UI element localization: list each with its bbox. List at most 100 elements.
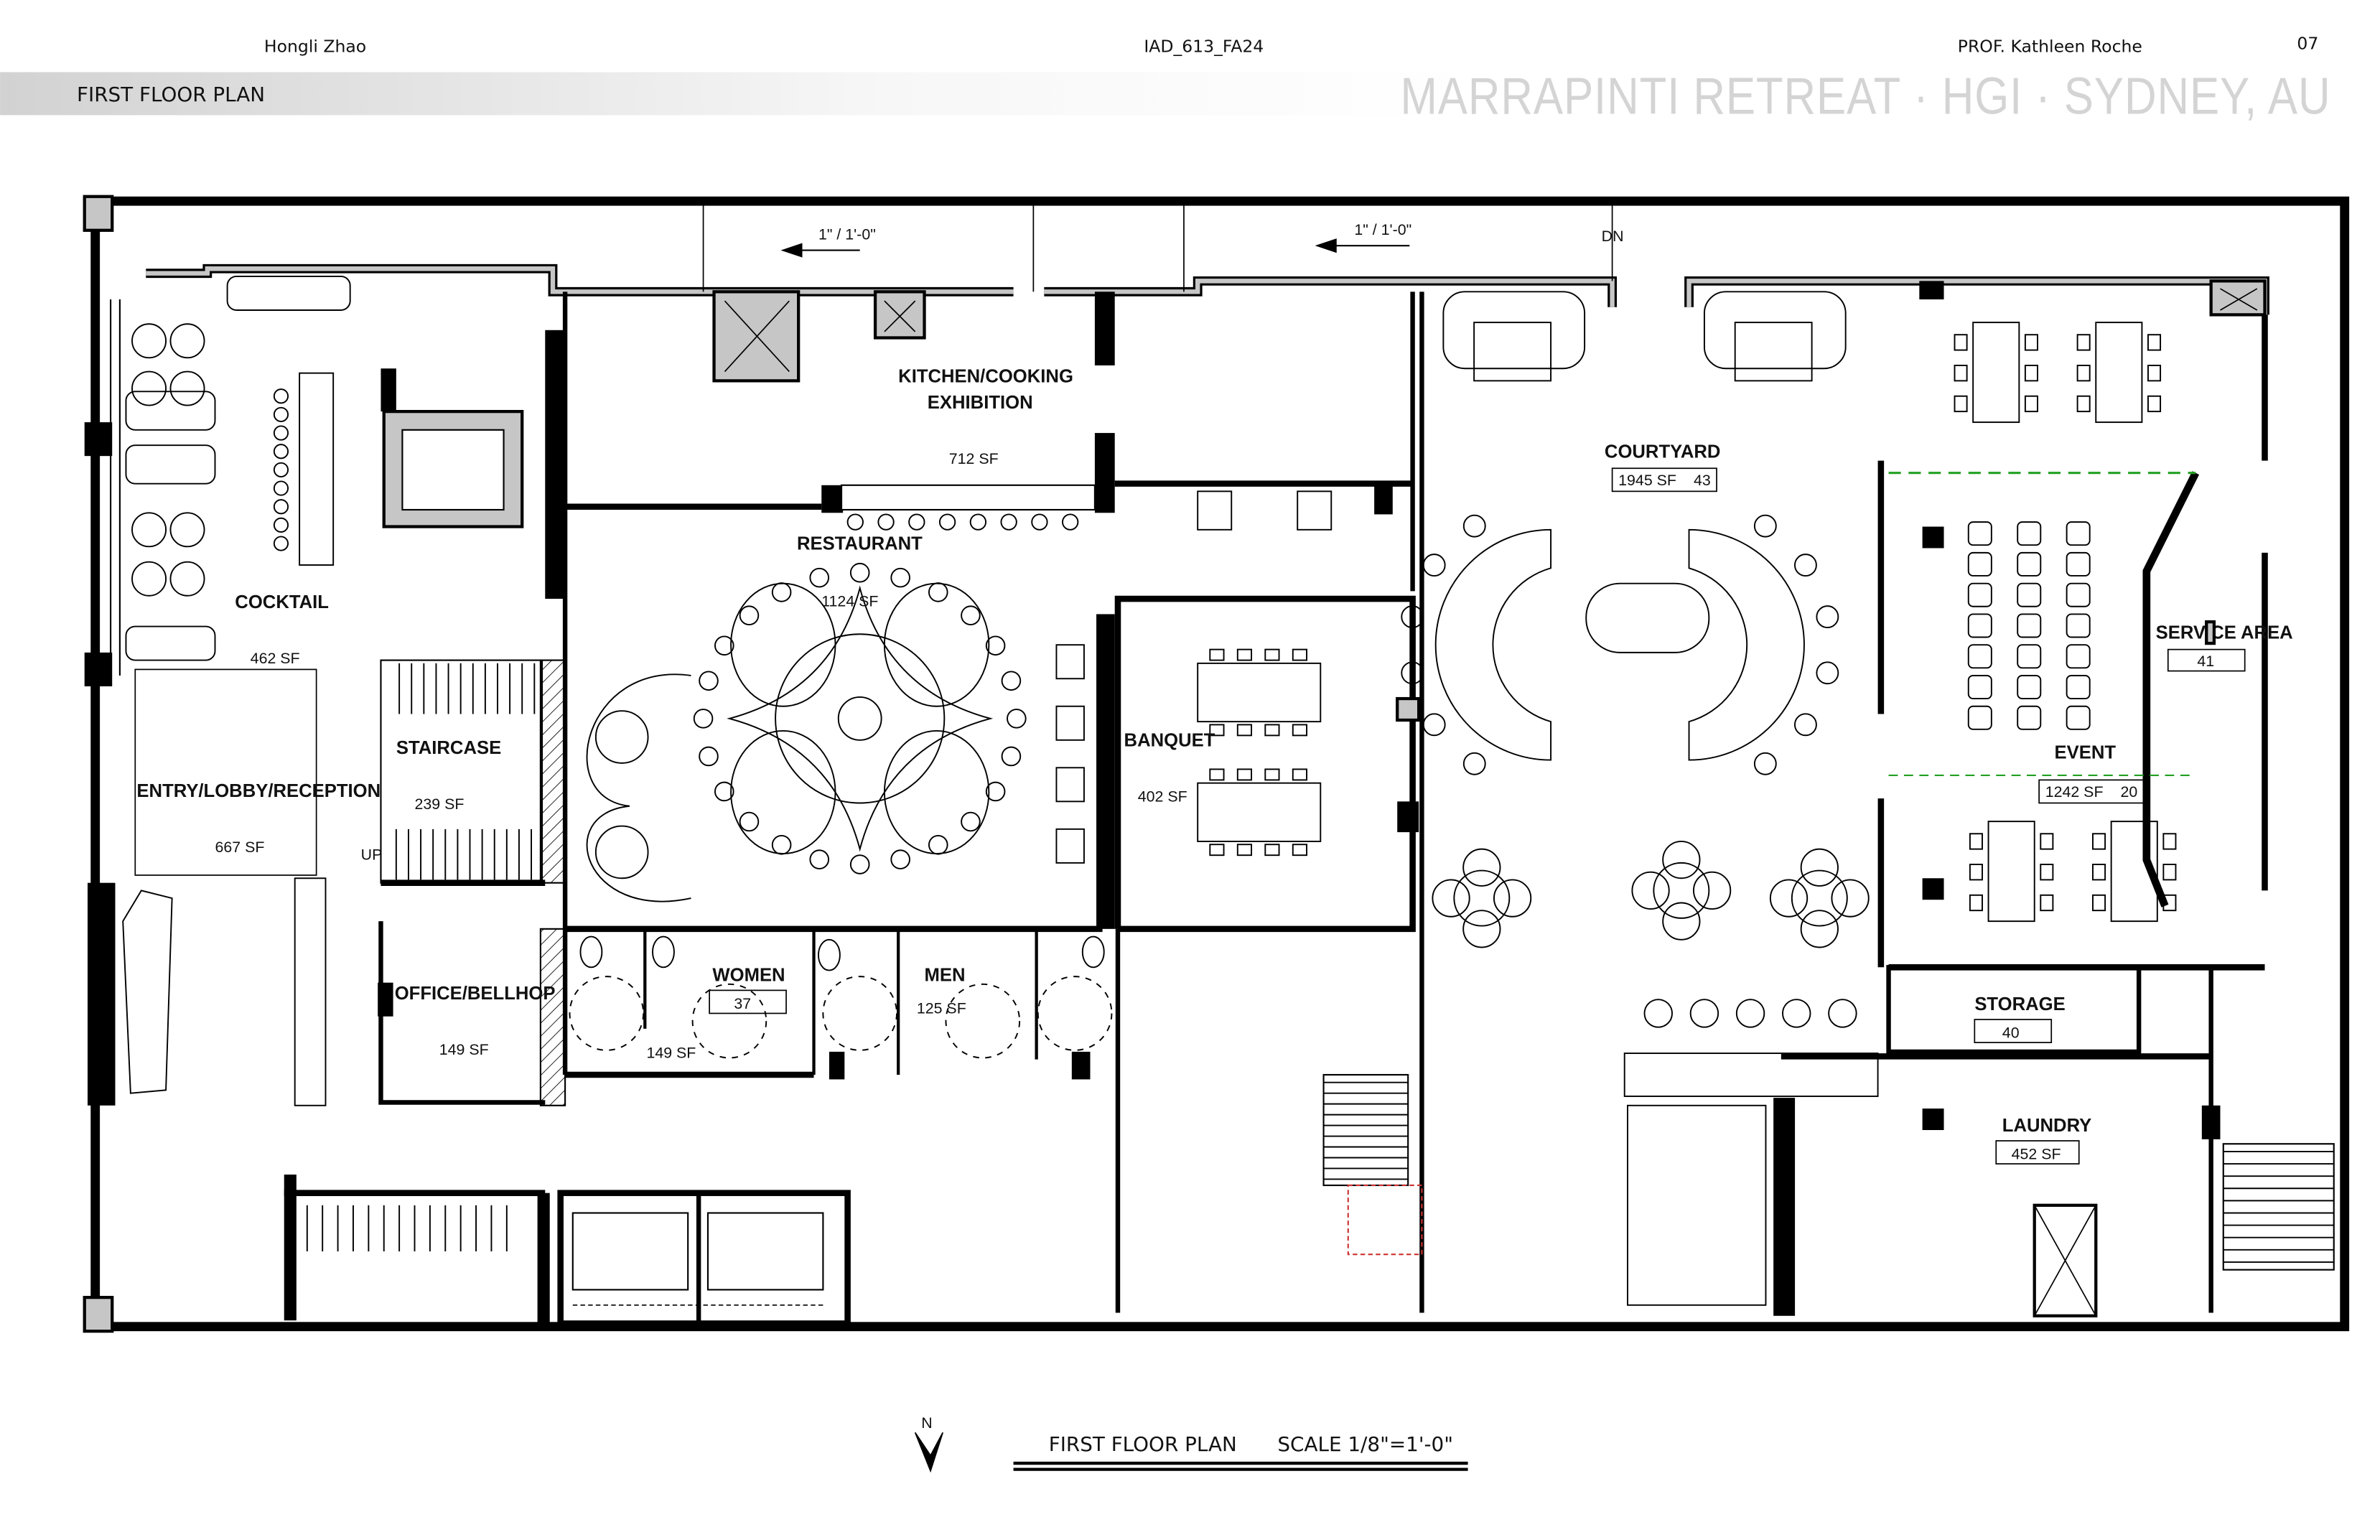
room-tag-box-service [2167, 648, 2246, 672]
counter-stool [1031, 513, 1048, 531]
chair [1264, 724, 1280, 737]
dining-chair [693, 709, 714, 729]
chair [2147, 395, 2162, 413]
bar-counter [299, 372, 335, 566]
room-area-banquet: 402 SF [1138, 788, 1187, 805]
side-table [1055, 644, 1085, 680]
chair [1422, 554, 1446, 577]
chair [2024, 334, 2038, 351]
ramp-arrow-2-icon [1315, 238, 1410, 253]
cafe-table [1653, 862, 1710, 919]
drawing-title-block: N FIRST FLOOR PLAN SCALE 1/8"=1'-0" [914, 1414, 1468, 1473]
bar-stool [273, 536, 289, 551]
event-seat [2066, 551, 2091, 577]
bar-stool [1689, 999, 1719, 1028]
lounge-chair [169, 370, 205, 406]
ramp-slope-label-1: 1" / 1'-0" [818, 226, 876, 243]
room-label-restaurant: RESTAURANT [797, 534, 923, 554]
dining-chair [809, 849, 830, 869]
bar-stool [273, 462, 289, 477]
dining-chair [1007, 709, 1027, 729]
chair [1753, 752, 1777, 775]
chair [2162, 864, 2177, 881]
accessible-turning-circle [822, 976, 897, 1051]
cafe-chair [1432, 879, 1470, 918]
dining-chair [849, 854, 870, 874]
room-area-courtyard: 1945 SF [1618, 472, 1676, 489]
project-title: MARRAPINTI RETREAT · HGI · SYDNEY, AU [1400, 67, 2330, 125]
accessible-turning-circle [945, 983, 1021, 1059]
lounge-chair [169, 512, 205, 548]
drawing-title: FIRST FLOOR PLAN [1049, 1432, 1237, 1456]
room-tag-storage: 40 [2002, 1025, 2020, 1042]
dining-chair [1001, 746, 1022, 767]
room-label-staircase: STAIRCASE [396, 738, 501, 758]
cafe-chair [1692, 871, 1732, 910]
lobby-desk-outline [134, 668, 317, 876]
room-tag-box-laundry [1995, 1140, 2080, 1165]
cafe-chair [1462, 848, 1501, 887]
sofa [125, 625, 216, 661]
chair [2040, 864, 2054, 881]
room-label-office-bellhop: OFFICE/BELLHOP [395, 984, 556, 1004]
chair [1236, 768, 1253, 781]
event-seat [2066, 582, 2091, 607]
cafe-table [1791, 869, 1848, 927]
room-area-laundry: 452 SF [2012, 1146, 2061, 1163]
room-area-event: 1242 SF [2045, 783, 2104, 801]
title-band [0, 72, 1475, 116]
chair [2076, 334, 2091, 351]
chair [1793, 554, 1817, 577]
cafe-chair [1462, 910, 1501, 948]
chair [1236, 648, 1253, 661]
ramp-arrow-1-icon [780, 243, 860, 258]
side-table [1055, 705, 1085, 741]
chair [2162, 833, 2177, 850]
counter-stool [877, 513, 895, 531]
room-label-kitchen-2: EXHIBITION [928, 393, 1033, 413]
dining-chair [890, 849, 910, 869]
chair [1462, 752, 1486, 775]
booth-table [594, 825, 649, 879]
lounge-chair [131, 370, 167, 406]
booth-table [1734, 322, 1813, 382]
chair [2092, 833, 2106, 850]
chair [2147, 334, 2162, 351]
event-seat [2017, 705, 2042, 730]
accessible-turning-circle [1037, 976, 1113, 1051]
room-label-service-area: SERVICE AREA [2156, 623, 2293, 643]
cafe-chair [1493, 879, 1532, 918]
chair [1753, 514, 1777, 538]
chair [1401, 605, 1424, 629]
toilet [652, 935, 675, 969]
chair [1969, 894, 1983, 912]
chair [1209, 648, 1225, 661]
cafe-chair [1631, 871, 1670, 910]
chair [1264, 768, 1280, 781]
chair [1401, 661, 1424, 685]
event-seat [1967, 521, 1992, 546]
room-tag-service-area: 41 [2197, 653, 2214, 670]
booth-table [594, 710, 649, 764]
dining-chair [739, 811, 760, 832]
sheet-title: FIRST FLOOR PLAN [77, 83, 265, 106]
lounge-chair [131, 512, 167, 548]
cafe-chair [1800, 848, 1839, 887]
chair [1969, 833, 1983, 850]
counter-stool [938, 513, 956, 531]
feature-ring [775, 633, 946, 804]
stair-down-label: DN [1602, 228, 1624, 245]
dining-chair [849, 562, 870, 583]
chair [1816, 605, 1839, 629]
room-label-laundry: LAUNDRY [2002, 1116, 2091, 1136]
event-seat [1967, 644, 1992, 669]
event-seat [2017, 644, 2042, 669]
curved-bench [1434, 528, 1552, 761]
event-seat [2017, 613, 2042, 638]
banquet-table [1197, 662, 1322, 723]
room-tag-box-storage [1974, 1019, 2053, 1043]
chair [1264, 648, 1280, 661]
room-tag-event: 20 [2120, 783, 2137, 801]
event-seat [2066, 705, 2091, 730]
reception-sofa [122, 890, 173, 1094]
